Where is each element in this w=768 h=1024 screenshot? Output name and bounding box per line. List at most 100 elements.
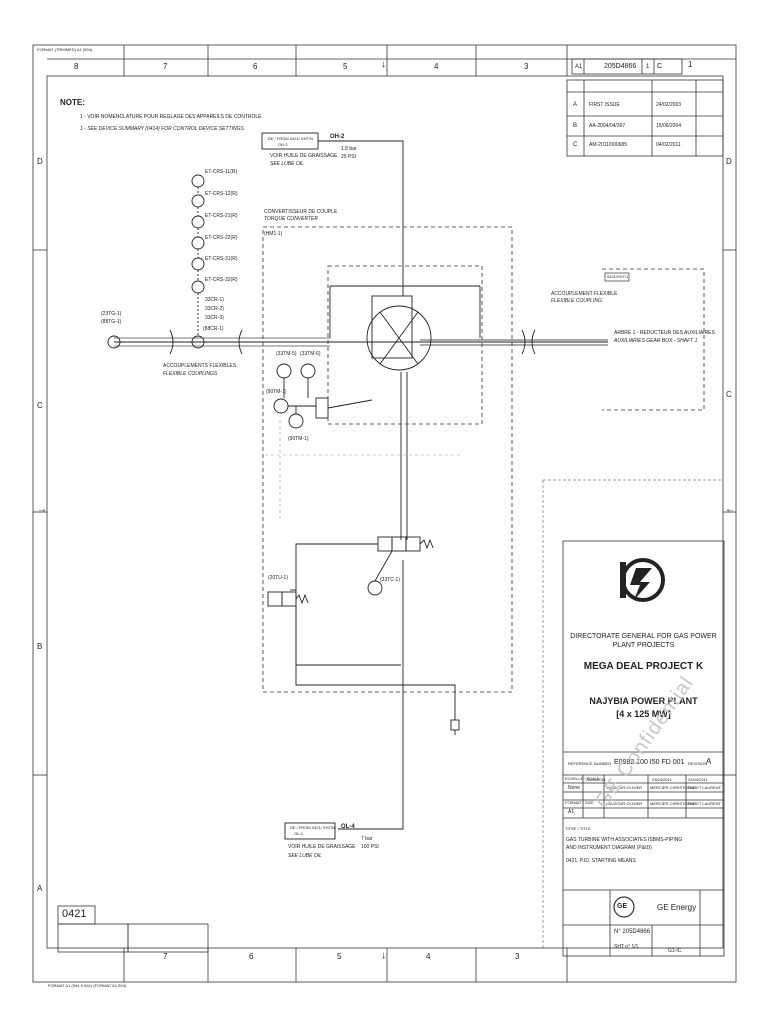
instrument-label-3: ET-CRS-21(R) <box>205 213 238 219</box>
instrument-label-5: ET-CRS-31(R) <box>205 256 238 262</box>
instrument-label-2: ET-CRS-12(R) <box>205 191 238 197</box>
header-size: A1 <box>575 64 583 70</box>
ge-monogram-text: GE <box>617 903 628 910</box>
rev-b-date: 15/06/2004 <box>656 123 682 129</box>
scale-value: None <box>568 785 580 791</box>
col-label-7: 7 <box>163 62 168 71</box>
lube-top-tag: OH-2 <box>330 134 345 140</box>
row-label-d-right: D <box>726 157 732 166</box>
col-label-1: 1 <box>688 60 693 69</box>
notes-line-en: 1 - SEE DEVICE SUMMARY (0414) FOR CONTRO… <box>80 126 244 132</box>
format-value: A1 <box>568 809 575 815</box>
revision-label: REVISION <box>688 761 708 766</box>
project-name: MEGA DEAL PROJECT K <box>583 661 704 672</box>
header-drawing-number: 205D4866 <box>604 63 637 70</box>
col-label-8: 8 <box>74 62 79 71</box>
date-3: 23/04/2011 <box>688 777 708 782</box>
gearbox-en: AUXILIARIES GEAR BOX - SHAFT 1 <box>614 338 698 344</box>
side-arrow-left: → <box>37 504 47 515</box>
date-2: 23/04/2011 <box>652 777 672 782</box>
col-label-6: 6 <box>253 62 258 71</box>
coupling-right-fr: ACCOUPLEMENT FLEXIBLE <box>551 291 618 297</box>
lube-top-psi: 25 PSI <box>341 154 357 160</box>
header-sheet-number: 1 <box>646 64 650 70</box>
side-arrow-right: ← <box>725 504 735 515</box>
left-tag-1: (23TG-1) <box>101 311 122 317</box>
drawing-title-2: AND INSTRUMENT DIAGRAM (P&ID) <box>566 845 652 851</box>
gearbox-fr: ARBRE 1 - REDUCTEUR DES AUXILIAIRES <box>614 330 715 336</box>
page-id-box: 0421 <box>62 908 87 920</box>
rev-b-desc: AA-2004/04/367 <box>589 123 626 129</box>
lube-bottom-tag-small: OL-4 <box>294 831 303 836</box>
rev-a-letter: A <box>573 102 578 108</box>
org-line-1: DIRECTORATE GENERAL FOR GAS POWER <box>570 633 717 640</box>
valve-tag-20tu1: (20TU-1) <box>268 575 289 581</box>
row-label-b-left: B <box>37 642 43 651</box>
sheet-code: G1-IC <box>668 948 682 954</box>
notes-line-fr: 1 - VOIR NOMENCLATURE POUR REGLAGE DES A… <box>80 114 262 120</box>
drawing-title-3: 0421. P.ID. STARTING MEANS <box>566 858 636 864</box>
document-number: N° 205D4866 <box>614 929 651 935</box>
format-label: FORMAT / SIZE <box>565 800 594 805</box>
valve-tag-33tc1: (33TC-1) <box>380 577 401 583</box>
lube-bottom-fr: VOIR HUILE DE GRAISSAGE <box>288 844 356 850</box>
rev-c-letter: C <box>573 142 578 148</box>
col-label-bottom-6: 6 <box>249 952 254 961</box>
name-5: CLOET LAURENT <box>688 785 722 790</box>
coupling-right-en: FLEXIBLE COUPLING <box>551 298 602 304</box>
lube-top-bar: 1.8 bar <box>341 146 357 152</box>
couplings-left-fr: ACCOUPLEMENTS FLEXIBLES <box>163 363 237 369</box>
row-label-c-left: C <box>37 401 43 410</box>
name-1: VAUZOUR OLIVIER <box>606 785 643 790</box>
org-line-2: PLANT PROJECTS <box>612 642 675 649</box>
sheet-number: SHT n° 1/1 <box>614 944 639 950</box>
scale-label: ECHELLE / SCALE <box>565 776 600 781</box>
format-label-bottom: FORMAT A1 (594 X 841) (FORMAT A1 594) <box>48 983 127 988</box>
center-arrow-top: ↓ <box>381 59 386 70</box>
rev-c-desc: AM-2011/000685 <box>589 142 627 148</box>
header-revision: C <box>657 63 663 70</box>
rev-c-date: 04/02/2011 <box>656 142 681 148</box>
dcr-label-2: 33CR-2) <box>205 306 224 312</box>
lube-bottom-psi: 100 PSI <box>361 844 379 850</box>
reference-label: REFERENCE NUMBER <box>568 761 612 766</box>
rev-a-date: 24/02/2003 <box>656 102 682 108</box>
format-label-top: FORMAT (TRIMMED) A1 (594) <box>37 47 93 52</box>
lube-bottom-tag: OL-4 <box>341 824 355 830</box>
instrument-label-4: ET-CRS-22(R) <box>205 235 238 241</box>
valve-tag-33tm5: (33TM-5) <box>276 351 297 357</box>
lube-bottom-bar: 7 bar <box>361 836 373 842</box>
drawing-title-1: GAS TURBINE WITH ASSOCIATES ISBMS-PIPING <box>566 837 683 843</box>
row-label-a-left: A <box>37 884 43 893</box>
rev-a-desc: FIRST ISSUE <box>589 102 620 108</box>
col-label-5: 5 <box>343 62 348 71</box>
converter-fr: CONVERTISSEUR DE COUPLE <box>264 209 338 215</box>
converter-tag: (HM1-1) <box>264 231 283 237</box>
plant-name: NAJYBIA POWER PLANT <box>589 696 698 706</box>
name-4: MERCIER CHRISTOPHE <box>650 801 696 806</box>
date-1: 23/04/2011 <box>586 777 606 782</box>
lube-top-fr: VOIR HUILE DE GRAISSAGE <box>270 153 338 159</box>
converter-en: TORQUE CONVERTER <box>264 216 318 222</box>
col-label-bottom-3: 3 <box>515 952 520 961</box>
valve-tag-33tm6: (33TM-6) <box>300 351 321 357</box>
left-tag-2: (88TG-1) <box>101 319 122 325</box>
instrument-label-6: ET-CRS-32(R) <box>205 277 238 283</box>
col-label-4: 4 <box>434 62 439 71</box>
lube-top-en: SEE LUBE OIL <box>270 161 304 167</box>
dcr-label-4: (88CR-1) <box>203 326 224 332</box>
valve-tag-90tm1b: (90TM-1) <box>288 436 309 442</box>
center-arrow-bottom: ↓ <box>381 950 386 961</box>
rev-b-letter: B <box>573 123 578 129</box>
plant-capacity: [4 x 125 MW] <box>616 709 671 719</box>
name-2: VAUZOUR OLIVIER <box>606 801 643 806</box>
col-label-bottom-5: 5 <box>337 952 342 961</box>
instrument-label-1: ET-CRS-11(R) <box>205 169 238 175</box>
valve-tag-90tm1a: (90TM-1) <box>266 389 287 395</box>
col-label-bottom-4: 4 <box>426 952 431 961</box>
revision-value: A <box>706 757 712 766</box>
row-label-d-left: D <box>37 157 43 166</box>
col-label-3: 3 <box>524 62 529 71</box>
name-3: MERCIER CHRISTOPHE <box>650 785 696 790</box>
